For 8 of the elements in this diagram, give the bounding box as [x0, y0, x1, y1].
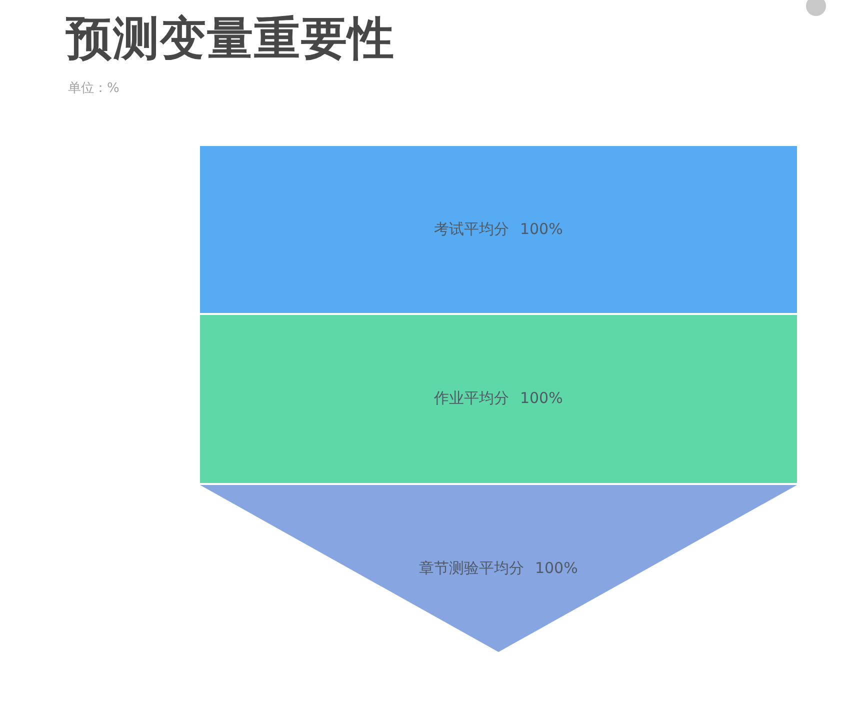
funnel-triangle [200, 485, 797, 652]
segment-label: 考试平均分 100% [433, 219, 564, 239]
segment-label: 章节测验平均分 100% [418, 558, 579, 578]
segment-label: 作业平均分 100% [433, 388, 564, 408]
funnel-band [200, 146, 797, 313]
funnel-band [200, 315, 797, 483]
chart-title: 预测变量重要性 [66, 10, 395, 67]
unit-label: 单位：% [68, 80, 120, 98]
